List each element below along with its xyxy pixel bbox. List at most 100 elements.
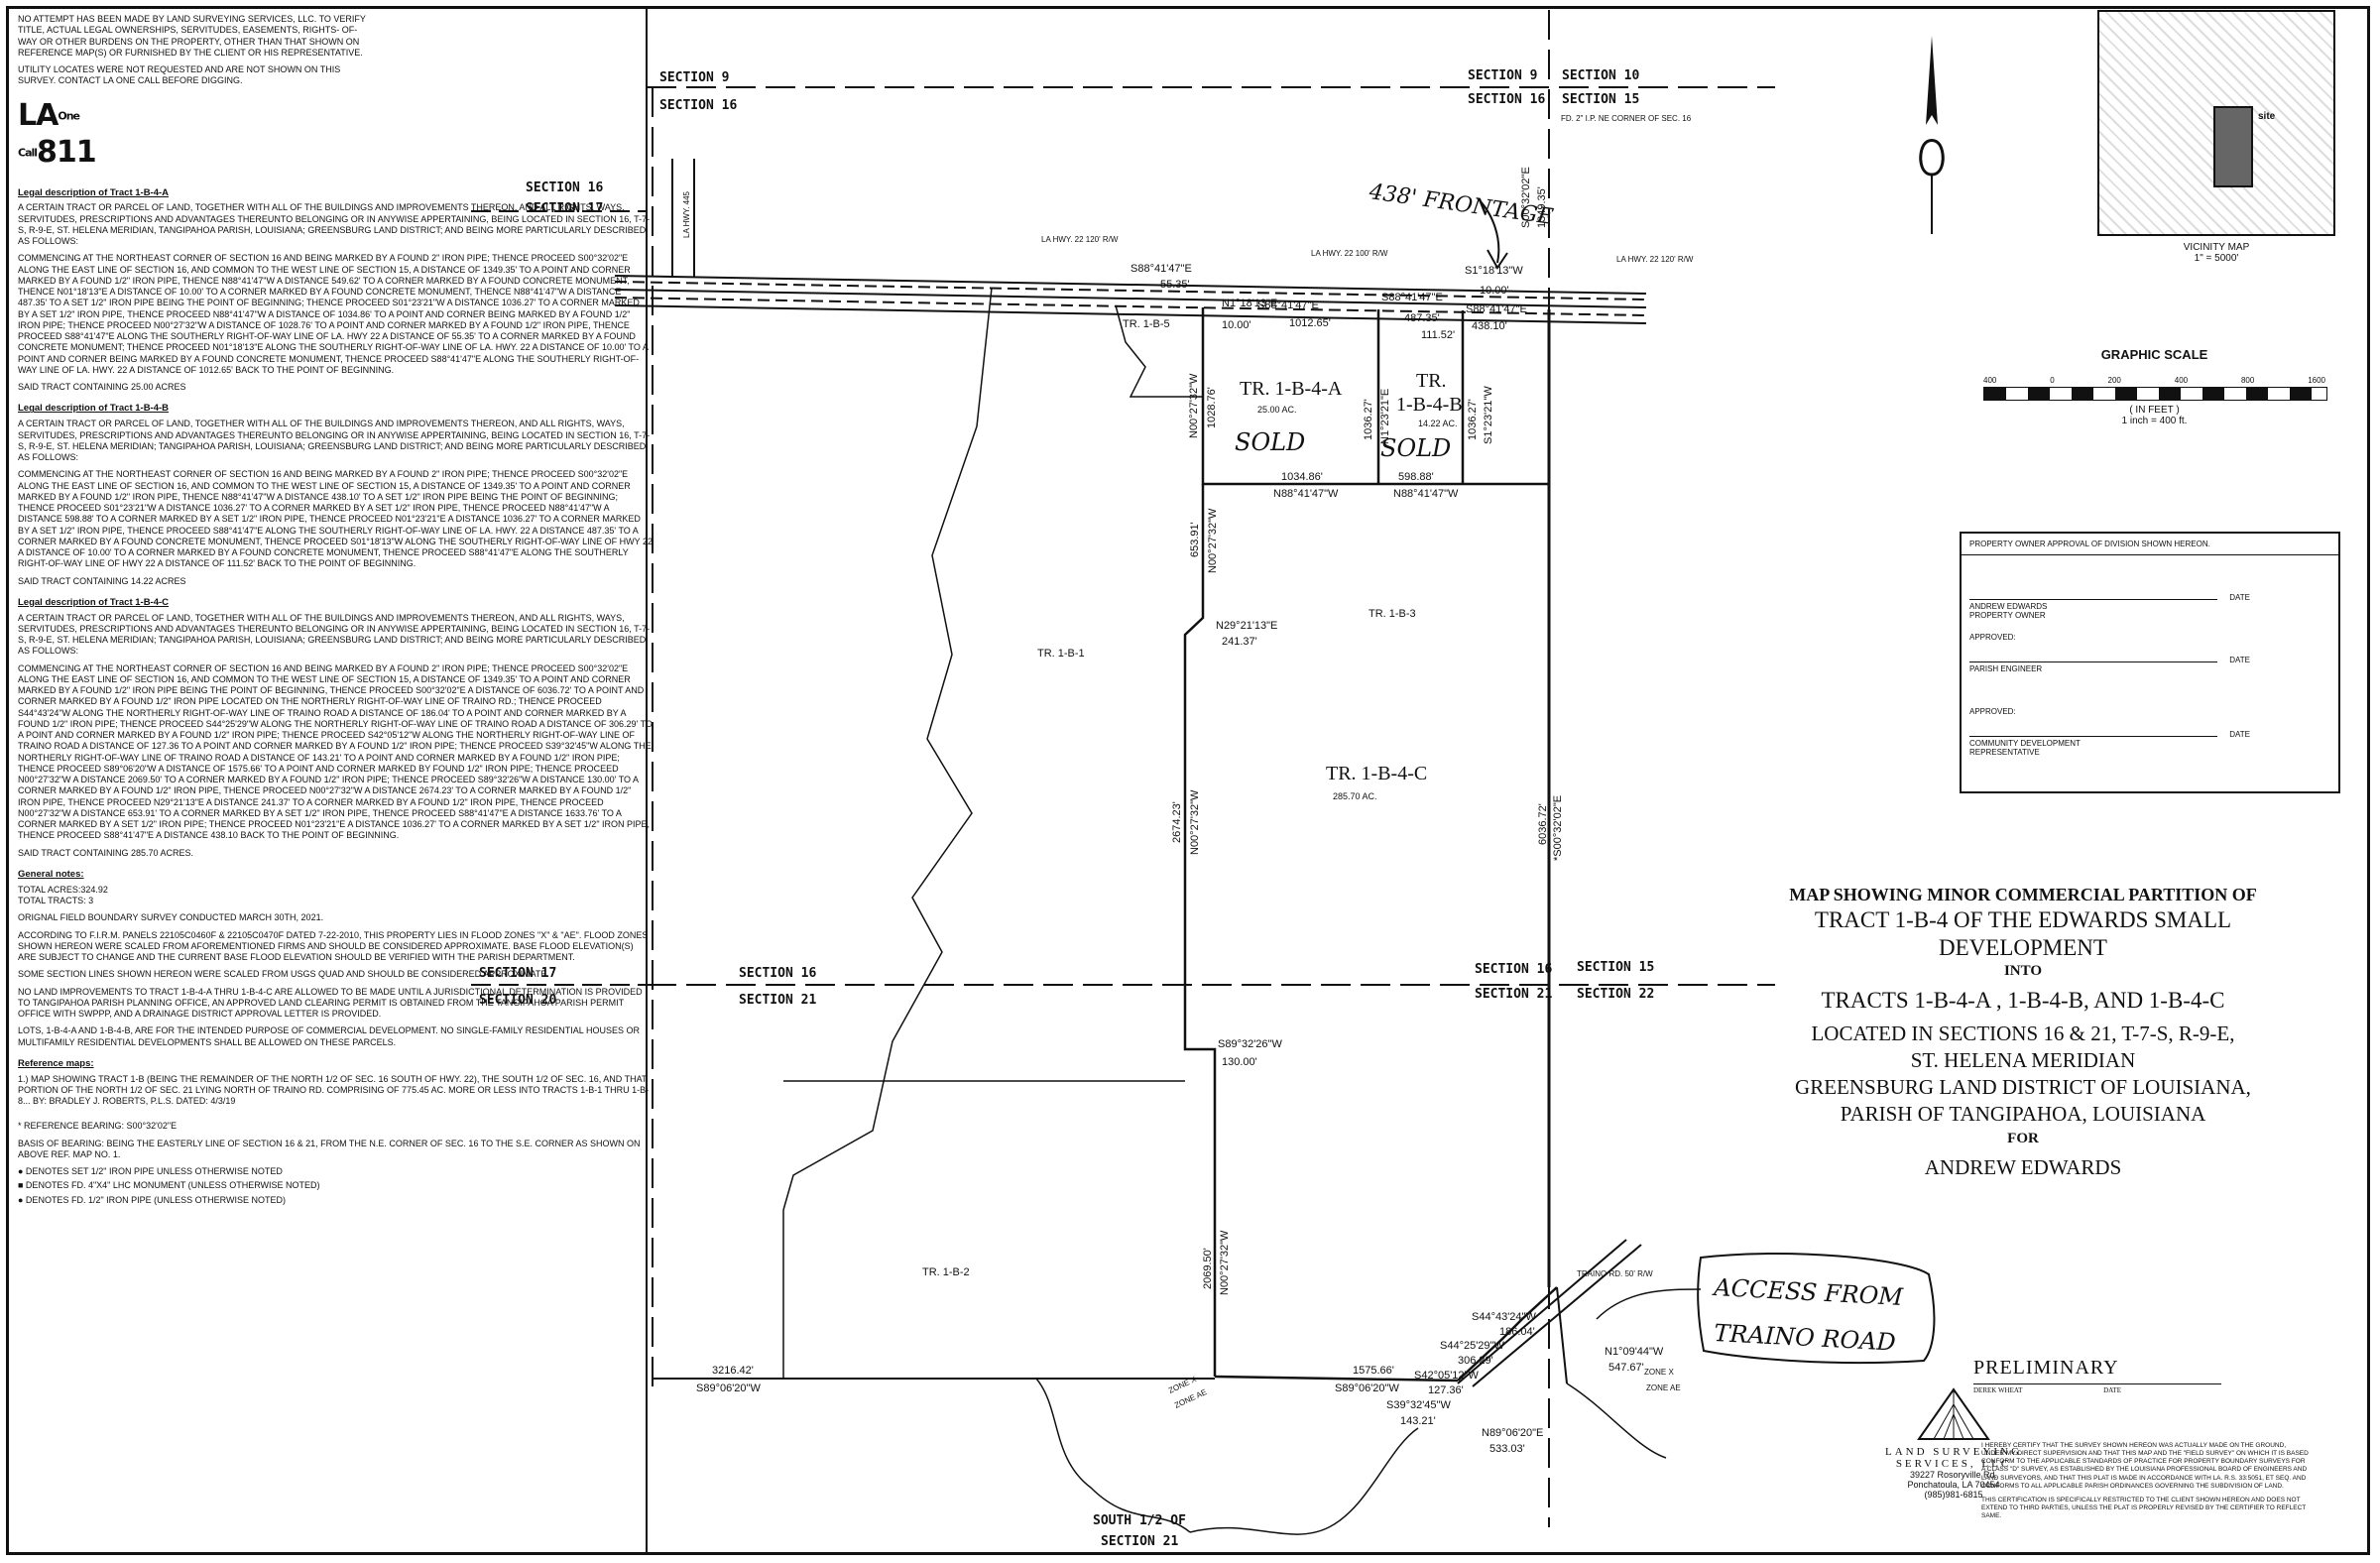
approval-community-row: Approved: DATE Community Development Rep… — [1969, 707, 2326, 757]
certification-block: I hereby certify that the survey shown h… — [1981, 1442, 2309, 1520]
call-4: S88°41'47"E — [1381, 292, 1443, 303]
call-22-dist: 127.36' — [1428, 1384, 1464, 1396]
call-11-bearing: S1°23'21"W — [1483, 386, 1494, 444]
traino-road-label: TRAINO RD. 50' R/W — [1577, 1269, 1653, 1278]
legal-text-c: A certain tract or parcel of land, toget… — [18, 612, 651, 657]
flood-zone-line-1 — [1035, 1378, 1191, 1533]
call-1-dist: 55.35' — [1160, 279, 1190, 291]
flood-zone-line-2 — [1189, 1427, 1419, 1535]
label-section-10: SECTION 10 — [1562, 68, 1639, 83]
company-address-2: Ponchatoula, LA 70454 — [1907, 1480, 2000, 1490]
highway-line-1 — [614, 275, 1647, 295]
approval-community: Community Development Representative — [1969, 739, 2081, 757]
call-9: N00°27'32"W — [1188, 373, 1200, 438]
company-name-2: SERVICES, LLC — [1895, 1458, 2012, 1470]
frontage-arrow — [1477, 197, 1500, 264]
call-24: N1°09'44"W — [1605, 1346, 1664, 1358]
north-arrow-icon — [1919, 36, 1945, 234]
approval-label-1: Approved: — [1969, 633, 2016, 642]
zone-ae-label-2: ZONE AE — [1646, 1383, 1681, 1392]
call-22: S42°05'12"W — [1414, 1370, 1479, 1382]
preliminary-block: PRELIMINARY Derek Wheat DATE — [1973, 1357, 2221, 1394]
call-11: 1036.27' — [1467, 399, 1479, 440]
scale-bar — [1983, 387, 2327, 401]
label-section-21-south: SECTION 21 — [1101, 1534, 1178, 1549]
call-24-dist: 547.67' — [1608, 1362, 1644, 1374]
call-26: 1575.66' — [1353, 1365, 1394, 1377]
tract-b1-jagged-line — [782, 287, 993, 1211]
legend-found-pipe: ● Denotes fd. 1/2" iron pipe (unless oth… — [18, 1194, 287, 1205]
improvements-note: No land improvements to tract 1-B-4-A th… — [18, 986, 643, 1020]
hand-sold-b: SOLD — [1380, 434, 1451, 462]
certification-restriction: This certification is specifically restr… — [1981, 1496, 2307, 1519]
access-note-box — [1697, 1253, 1936, 1365]
traino-road-line-2 — [1472, 1244, 1642, 1387]
call-19: 2069.50' — [1202, 1248, 1214, 1289]
preliminary-signature: Derek Wheat DATE — [1973, 1383, 2221, 1394]
call-7-dist: 438.10' — [1472, 320, 1507, 332]
hwy-445-label: LA HWY. 445 — [682, 190, 691, 238]
reference-maps-heading: Reference maps: — [18, 1057, 94, 1069]
call-23: S39°32'45"W — [1386, 1399, 1451, 1411]
tract-b-name-1: TR. — [1416, 370, 1447, 392]
call-21-dist: 306.29' — [1458, 1355, 1493, 1367]
tract-b1-name: TR. 1-B-1 — [1037, 648, 1085, 660]
label-section-16-left-top: SECTION 16 — [659, 98, 737, 113]
site-label: site — [2258, 111, 2276, 122]
company-phone: (985)981-6815 — [1924, 1490, 1983, 1500]
call-26-bearing: S89°06'20"W — [1335, 1383, 1399, 1394]
zone-x-label-2: ZONE X — [1644, 1368, 1674, 1377]
company-logo-icon — [1917, 1387, 1990, 1440]
tract-c-south-line — [1214, 1375, 1459, 1383]
hwy-right-label: LA HWY. 22 120' R/W — [1616, 255, 1694, 264]
title-line-11: ANDREW EDWARDS — [1924, 1155, 2122, 1179]
label-section-15-low: SECTION 15 — [1577, 960, 1654, 975]
signer-date: DATE — [2103, 1386, 2121, 1394]
call-13: 598.88' — [1398, 471, 1434, 483]
signer-name: Derek Wheat — [1973, 1386, 2023, 1394]
engineer-signature-line — [1969, 661, 2217, 662]
basis-of-bearing: Basis of bearing: being the easterly lin… — [18, 1138, 641, 1159]
call-18-dist: 130.00' — [1222, 1056, 1257, 1068]
total-acres: Total acres:324.92 — [18, 884, 108, 895]
hwy-mid-label: LA HWY. 22 100' R/W — [1311, 249, 1388, 258]
scale-unit: ( IN FEET ) — [2129, 405, 2180, 416]
label-section-16-low: SECTION 16 — [739, 966, 816, 981]
call-12-bearing: N88°41'47"W — [1273, 488, 1339, 500]
call-2: N1°18'13"E — [1222, 298, 1277, 309]
label-section-9-right: SECTION 9 — [1468, 68, 1537, 83]
label-section-17-lower: SECTION 17 — [479, 966, 556, 981]
call-16: 2674.23' — [1171, 801, 1183, 843]
call-6: S1°18'13"W — [1465, 265, 1523, 277]
highway-line-3 — [614, 289, 1647, 308]
tract-a-name: TR. 1-B-4-A — [1240, 378, 1343, 400]
total-tracts: Total tracts: 3 — [18, 896, 94, 905]
call-9-dist: 1028.76' — [1206, 387, 1218, 428]
call-12: 1034.86' — [1281, 471, 1323, 483]
hand-access-1: ACCESS FROM — [1712, 1273, 1905, 1311]
drawing-border — [6, 6, 2370, 1555]
approval-owner-row: DATE Andrew Edwards property owner — [1969, 593, 2326, 620]
label-section-17: SECTION 17 — [526, 201, 603, 216]
title-block: MAP SHOWING MINOR COMMERCIAL PARTITION O… — [1785, 883, 2261, 1182]
label-section-22: SECTION 22 — [1577, 987, 1654, 1002]
legend-monument: ■ Denotes fd. 4"x4" LHC monument (unless… — [18, 1180, 320, 1191]
legal-heading-a: Legal description of Tract 1-B-4-A — [18, 186, 170, 198]
hand-sold-a: SOLD — [1235, 428, 1305, 456]
title-line-9: PARISH OF TANGIPAHOA, LOUISIANA — [1840, 1102, 2206, 1126]
hwy-left-label: LA HWY. 22 120' R/W — [1041, 235, 1119, 244]
owner-signature-line — [1969, 599, 2217, 600]
tract-c-name: TR. 1-B-4-C — [1326, 763, 1427, 784]
tract-b-acres: 14.22 AC. — [1418, 419, 1458, 428]
flood-zone-line-3 — [1566, 1383, 1667, 1459]
highway-line-5 — [614, 304, 1647, 324]
call-20: S44°43'24"W — [1472, 1311, 1536, 1323]
reference-map-1: 1.) Map showing Tract 1-B (being the rem… — [18, 1073, 650, 1107]
call-8: S00°32'02"E — [1520, 167, 1532, 228]
label-section-21-low-right: SECTION 21 — [1475, 987, 1552, 1002]
approval-box: Property owner approval of division show… — [1960, 532, 2340, 793]
call-7: S88°41'47"E — [1466, 303, 1527, 315]
vicinity-scale: 1" = 5000' — [2194, 253, 2239, 264]
tract-c-west-line — [1183, 484, 1217, 1377]
